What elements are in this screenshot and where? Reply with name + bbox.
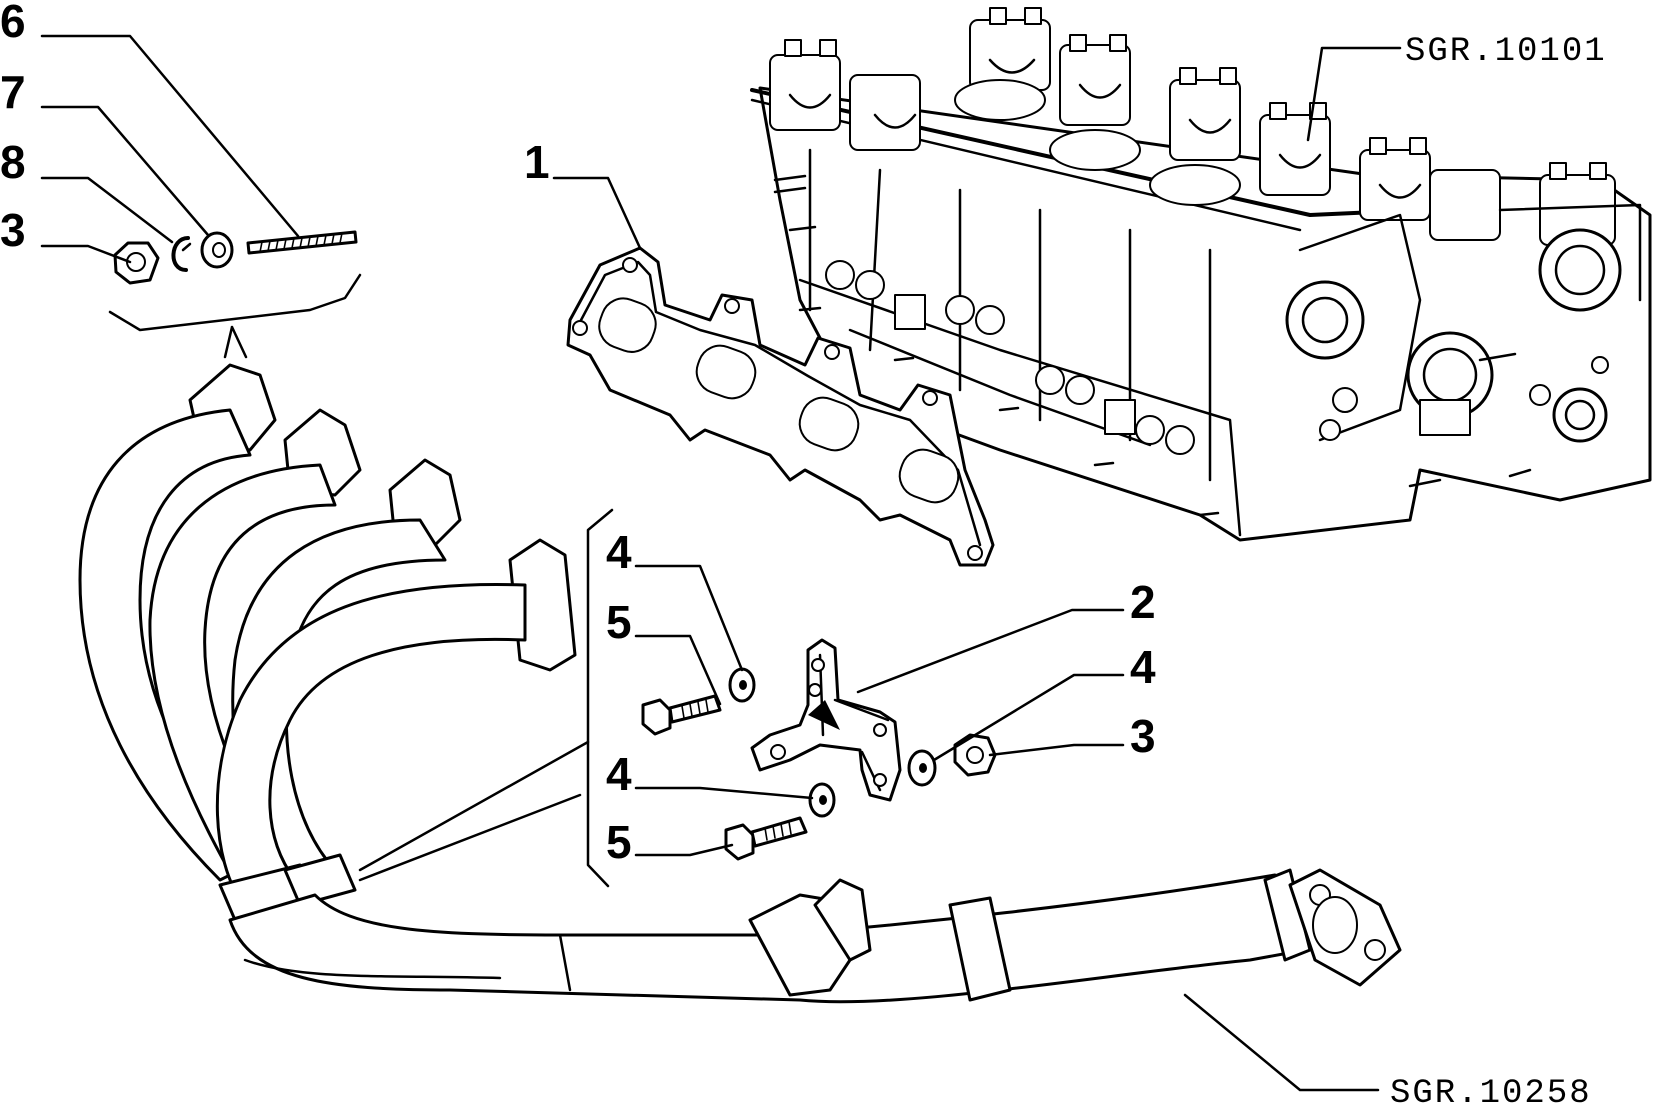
callout-6: 6 [0, 0, 26, 47]
exhaust-manifold-gasket [566, 246, 995, 567]
leader-lines [40, 34, 1402, 1092]
callout-2: 2 [1130, 576, 1156, 628]
callout-7: 7 [0, 66, 26, 118]
grouping-braces [108, 273, 614, 888]
exhaust-manifold-illustration [78, 363, 1402, 1004]
callout-3-top: 3 [0, 204, 26, 256]
callout-labels: 6 7 8 3 1 2 4 5 4 3 4 5 [0, 0, 1156, 868]
callout-3-right: 3 [1130, 710, 1156, 762]
cylinder-head-illustration [750, 7, 1652, 542]
callout-5-lower: 5 [606, 816, 632, 868]
callout-4-upper: 4 [606, 526, 632, 578]
callout-5-upper: 5 [606, 596, 632, 648]
hardware-top-left [113, 230, 358, 285]
callout-8: 8 [0, 136, 26, 188]
support-bracket-assembly [641, 638, 997, 861]
callout-4-lower: 4 [606, 748, 632, 800]
callout-1: 1 [524, 136, 550, 188]
reference-code-exhaust-manifold: SGR.10258 [1390, 1075, 1592, 1110]
reference-code-cylinder-head: SGR.10101 [1405, 33, 1607, 71]
callout-4-right: 4 [1130, 641, 1156, 693]
